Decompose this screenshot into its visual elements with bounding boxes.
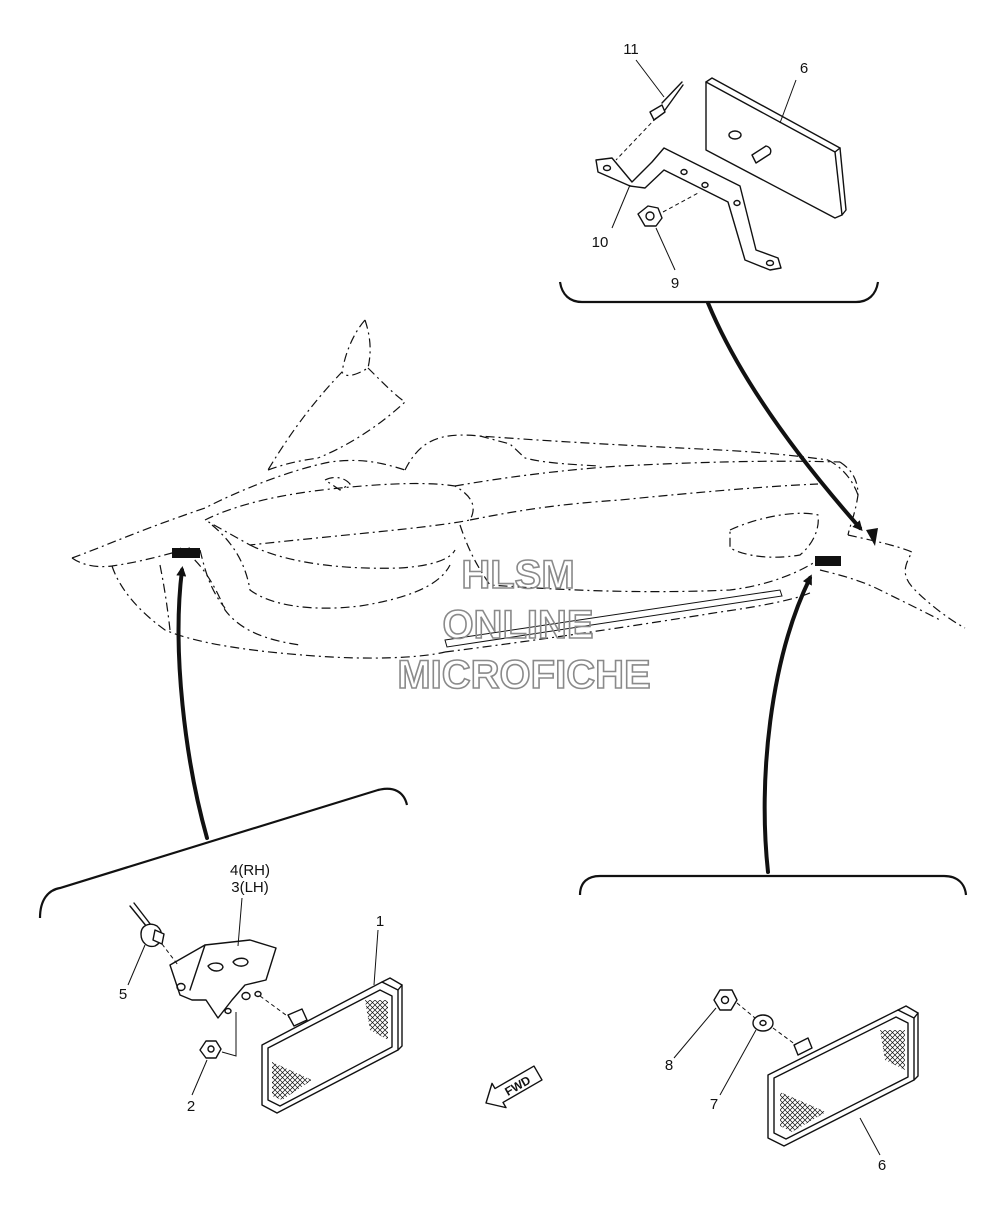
- callout-9: 9: [671, 275, 679, 292]
- fwd-arrow-icon: FWD: [485, 1065, 543, 1109]
- callout-5: 5: [119, 986, 127, 1003]
- leader-arrow-rear-top: [706, 301, 863, 531]
- watermark-line-3: MICROFICHE: [397, 653, 650, 697]
- callout-6-top: 6: [800, 60, 808, 77]
- callout-6-bottom: 6: [878, 1157, 886, 1174]
- watermark: HLSM ONLINE MICROFICHE: [397, 552, 652, 698]
- callout-7: 7: [710, 1096, 718, 1113]
- detail-panel-top-frame: [558, 281, 880, 304]
- callout-10: 10: [592, 234, 609, 251]
- rear-bracket-location-marker: [866, 528, 878, 546]
- callout-11: 11: [623, 41, 639, 58]
- front-reflector-location-marker: [172, 548, 200, 558]
- leader-arrow-front: [176, 566, 209, 840]
- callout-2: 2: [187, 1098, 195, 1115]
- rear-reflector-assembly: [713, 989, 919, 1147]
- watermark-line-1: HLSM: [461, 553, 574, 597]
- leader-arrow-rear-bottom: [762, 574, 812, 874]
- watermark-line-2: ONLINE: [442, 603, 593, 647]
- callout-4-rh: 4(RH): [230, 862, 270, 879]
- callout-3-lh: 3(LH): [231, 879, 269, 896]
- snowmobile-outline: [71, 319, 966, 659]
- callout-8: 8: [665, 1057, 673, 1074]
- front-reflector-assembly: [129, 902, 403, 1114]
- top-detail-assembly: [595, 77, 847, 271]
- detail-panel-bottom-right-frame: [578, 874, 968, 896]
- callout-1: 1: [376, 913, 384, 930]
- rear-reflector-location-marker: [815, 556, 841, 566]
- detail-panel-bottom-left-frame: [38, 787, 409, 919]
